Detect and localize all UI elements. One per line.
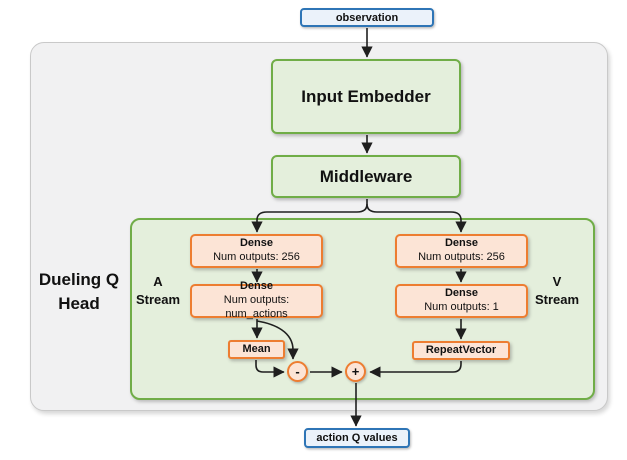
middleware-node: Middleware — [271, 155, 461, 198]
input-embedder-node: Input Embedder — [271, 59, 461, 134]
action-q-values-node-label: action Q values — [316, 432, 398, 444]
subtract-op-label: - — [295, 364, 300, 379]
dense-a2-node: Dense Num outputs: num_actions — [190, 280, 323, 320]
observation-node: observation — [300, 8, 434, 27]
dense-a1-title: Dense — [239, 237, 274, 250]
dense-a2-subtitle: Num outputs: num_actions — [223, 294, 290, 320]
subtract-op-node: - — [287, 361, 308, 382]
action-q-values-node: action Q values — [304, 428, 410, 448]
dense-v2-node: Dense Num outputs: 1 — [395, 284, 528, 318]
a-stream-label: A Stream — [135, 274, 181, 307]
dense-a2-title: Dense — [239, 280, 274, 293]
v-stream-label: V Stream — [534, 274, 580, 307]
dense-v2-title: Dense — [444, 287, 479, 300]
add-op-node: + — [345, 361, 366, 382]
dense-v1-subtitle: Num outputs: 256 — [418, 251, 505, 263]
dueling-q-head-label: Dueling Q Head — [38, 270, 120, 313]
dense-a1-subtitle: Num outputs: 256 — [213, 251, 300, 263]
input-embedder-node-label: Input Embedder — [301, 86, 431, 106]
dense-v1-title: Dense — [444, 237, 479, 250]
mean-node: Mean — [228, 340, 285, 359]
observation-node-label: observation — [335, 11, 399, 24]
middleware-node-label: Middleware — [319, 166, 413, 186]
mean-node-label: Mean — [242, 342, 271, 355]
dense-a1-node: Dense Num outputs: 256 — [190, 234, 323, 268]
dense-v1-node: Dense Num outputs: 256 — [395, 234, 528, 268]
add-op-label: + — [351, 364, 360, 379]
repeat-vector-node: RepeatVector — [412, 341, 510, 360]
dense-v2-subtitle: Num outputs: 1 — [424, 301, 499, 313]
repeat-vector-node-label: RepeatVector — [425, 343, 497, 356]
